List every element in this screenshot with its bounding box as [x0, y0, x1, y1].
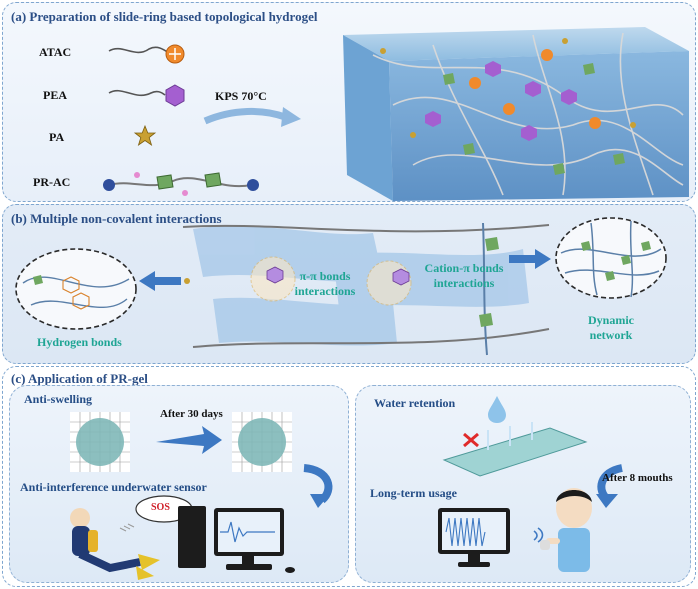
atac-molecule-icon — [108, 44, 185, 64]
right-arrow — [509, 249, 551, 269]
panel-b: (b) Multiple non-covalent interactions H… — [2, 204, 696, 364]
gel-slab — [442, 422, 588, 477]
label-pea: PEA — [43, 88, 67, 102]
panel-c: (c) Application of PR-gel Anti-swelling … — [2, 366, 696, 587]
reaction-arrow — [203, 107, 301, 127]
label-pa: PA — [49, 130, 65, 144]
water-retention-label: Water retention — [374, 396, 456, 410]
panel-c-title: (c) Application of PR-gel — [11, 371, 148, 386]
underwater-sensor-label: Anti-interference underwater sensor — [20, 480, 207, 494]
pa-star-icon — [133, 124, 157, 146]
diver-figure — [70, 508, 160, 580]
panel-b-title: (b) Multiple non-covalent interactions — [11, 211, 222, 226]
waveform-monitor — [438, 508, 510, 567]
dynamic-network-label-line1: Dynamic — [588, 313, 634, 327]
cation-pi-label: Cation-π bonds interactions — [399, 261, 529, 291]
pi-pi-label-line2: interactions — [294, 284, 356, 298]
time-arrow — [156, 426, 222, 454]
dynamic-network-circle — [555, 217, 667, 299]
hydrogel-cube — [343, 27, 689, 201]
cation-pi-label-line1: Cation-π bonds — [424, 261, 504, 275]
child-figure — [540, 488, 592, 572]
anti-swelling-label: Anti-swelling — [24, 392, 93, 406]
computer-monitor — [178, 506, 295, 573]
interaction-zone — [182, 222, 550, 356]
gel-before-grid — [70, 412, 130, 472]
curved-arrow-left — [303, 464, 333, 508]
dynamic-network-label-line2: network — [589, 328, 633, 342]
pea-molecule-icon — [108, 84, 185, 107]
curved-arrow-right — [596, 464, 624, 508]
sensor-subpanel: Anti-swelling After 30 days — [9, 385, 349, 583]
hydrogen-bonds-label: Hydrogen bonds — [37, 335, 122, 349]
sos-text: SOS — [151, 502, 170, 513]
pr-ac-chain-icon — [103, 172, 259, 196]
pi-pi-label-line1: π-π bonds — [299, 269, 351, 283]
left-arrow — [139, 271, 181, 291]
hydrogen-bond-circle — [15, 248, 137, 330]
wifi-signal-icon — [533, 527, 544, 543]
label-atac: ATAC — [39, 45, 72, 59]
cation-pi-label-line2: interactions — [433, 276, 495, 290]
label-pr-ac: PR-AC — [33, 175, 71, 189]
panel-a-title: (a) Preparation of slide-ring based topo… — [11, 9, 318, 24]
after-months-label: After 8 mouths — [602, 472, 673, 484]
panel-a: (a) Preparation of slide-ring based topo… — [2, 2, 696, 202]
long-term-label: Long-term usage — [370, 486, 457, 500]
water-drop-icon — [488, 396, 506, 423]
retention-subpanel: Water retention Long-term usage After 8 … — [355, 385, 691, 583]
condition-label: KPS 70°C — [215, 89, 267, 103]
pi-pi-label: π-π bonds interactions — [265, 269, 385, 299]
gel-after-grid — [232, 412, 292, 472]
after-days-label: After 30 days — [160, 408, 223, 420]
dynamic-network-label: Dynamic network — [571, 313, 651, 343]
